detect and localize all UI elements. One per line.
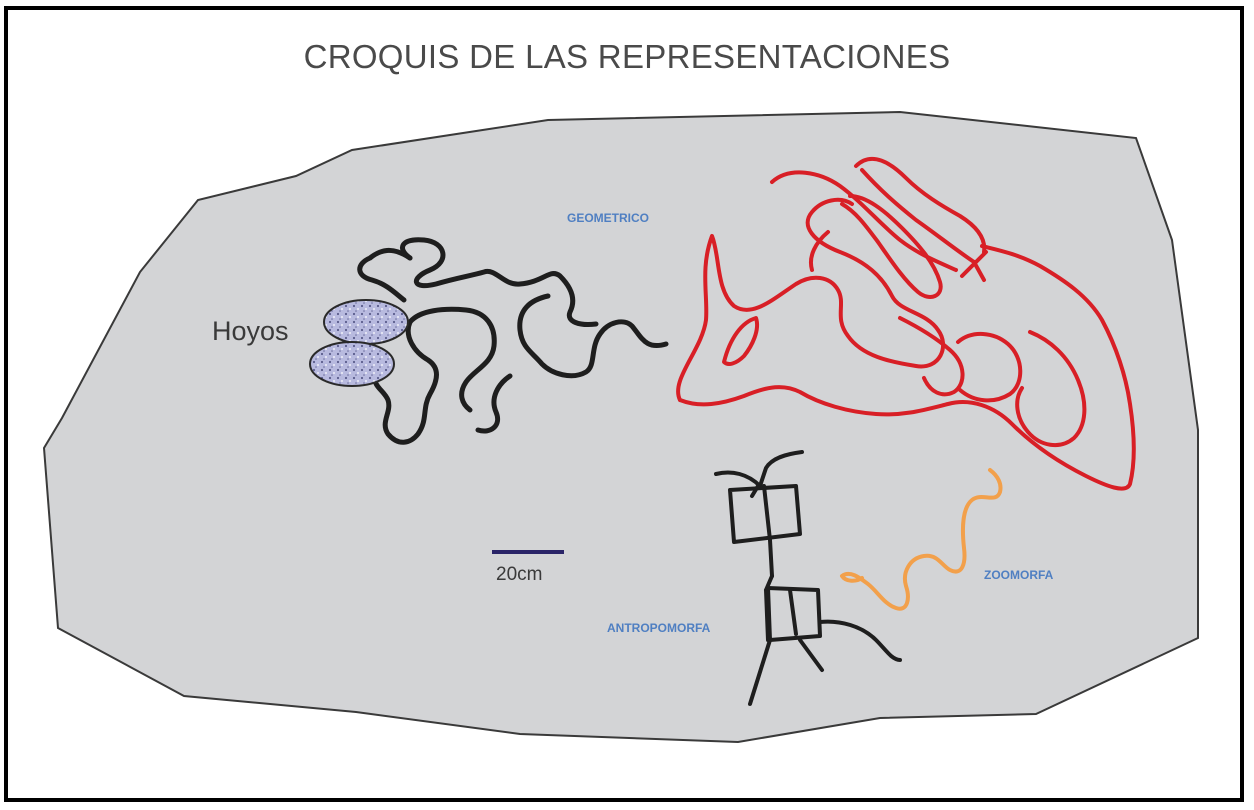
geometric-figure xyxy=(676,156,1136,491)
label-zoomorfa: ZOOMORFA xyxy=(984,568,1054,582)
black-meander-right-hook xyxy=(517,293,669,379)
scale-label: 20cm xyxy=(496,564,542,585)
label-geometrico: GEOMETRICO xyxy=(567,211,649,225)
hoyo-upper xyxy=(323,299,409,345)
hoyo-lower xyxy=(309,341,395,387)
black-meander-center xyxy=(407,306,497,413)
zoomorphic-figure xyxy=(840,468,1003,611)
diagram-title: CROQUIS DE LAS REPRESENTACIONES xyxy=(303,38,951,75)
label-antropomorfa: ANTROPOMORFA xyxy=(607,621,711,635)
black-meander-lower xyxy=(372,319,439,445)
rock-surface xyxy=(42,110,1199,744)
black-meander-tail xyxy=(475,373,513,434)
anthropomorphic-figure xyxy=(714,450,902,706)
black-meander-upper-left xyxy=(357,248,413,303)
black-meander-figure xyxy=(400,237,599,327)
label-hoyos: Hoyos xyxy=(212,316,289,346)
